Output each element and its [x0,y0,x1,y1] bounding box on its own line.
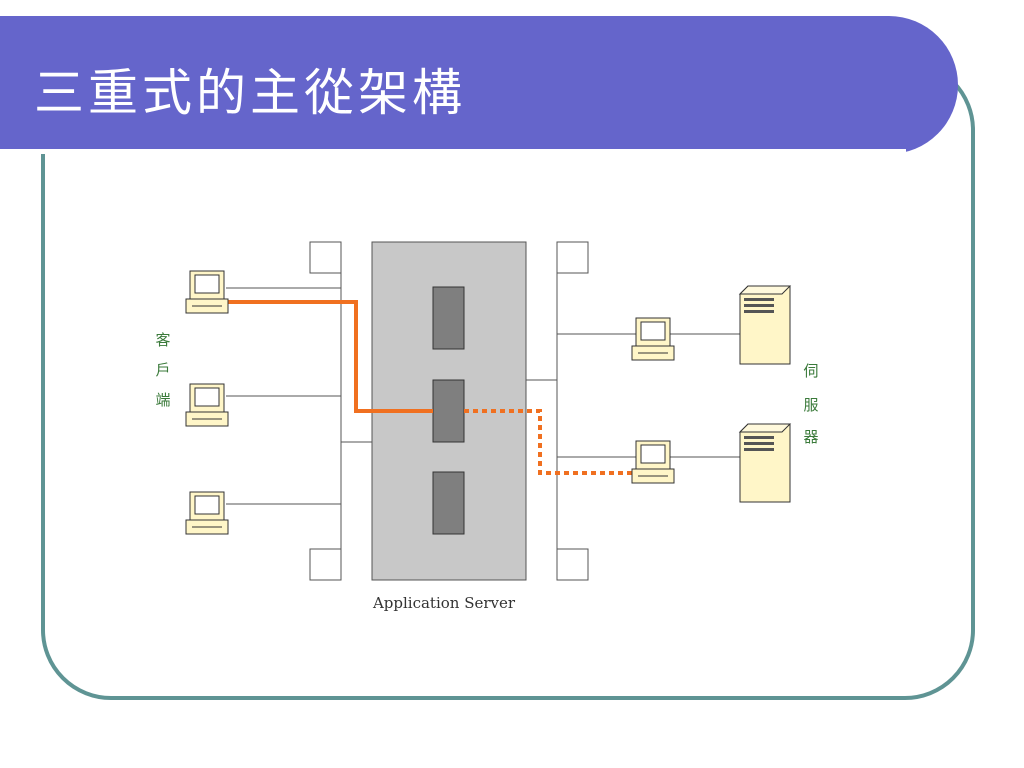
servers-label-char-3: 器 [803,428,818,446]
left-bus [340,242,372,580]
right-bus [526,242,558,580]
client-computer-3 [185,491,229,535]
clients-label-char-3: 端 [155,391,170,409]
slide-title: 三重式的主從架構 [34,64,466,122]
db-client-computer-1 [631,317,675,361]
left-bus-top-terminal [309,241,342,274]
server-request-path [464,409,637,475]
app-component-2 [432,379,465,443]
server-tower-2 [738,423,792,503]
client-computer-1 [185,270,229,314]
db-client-computer-2 [631,440,675,484]
right-bus-top-terminal [556,241,589,274]
left-bus-bottom-terminal [309,548,342,581]
servers-label-char-1: 伺 [803,362,818,380]
title-bar: 三重式的主從架構 [0,16,958,154]
client-request-path [216,300,433,413]
server-tower-1 [738,285,792,365]
client-computer-2 [185,383,229,427]
title-underline [0,149,906,154]
app-server-label: Application Server [372,594,516,612]
app-component-1 [432,286,465,350]
server-connections [557,333,742,458]
client-connections [226,287,341,505]
app-component-3 [432,471,465,535]
clients-label-char-2: 戶 [155,361,170,379]
right-bus-bottom-terminal [556,548,589,581]
servers-label-char-2: 服 [803,396,818,414]
clients-label-char-1: 客 [155,331,170,349]
